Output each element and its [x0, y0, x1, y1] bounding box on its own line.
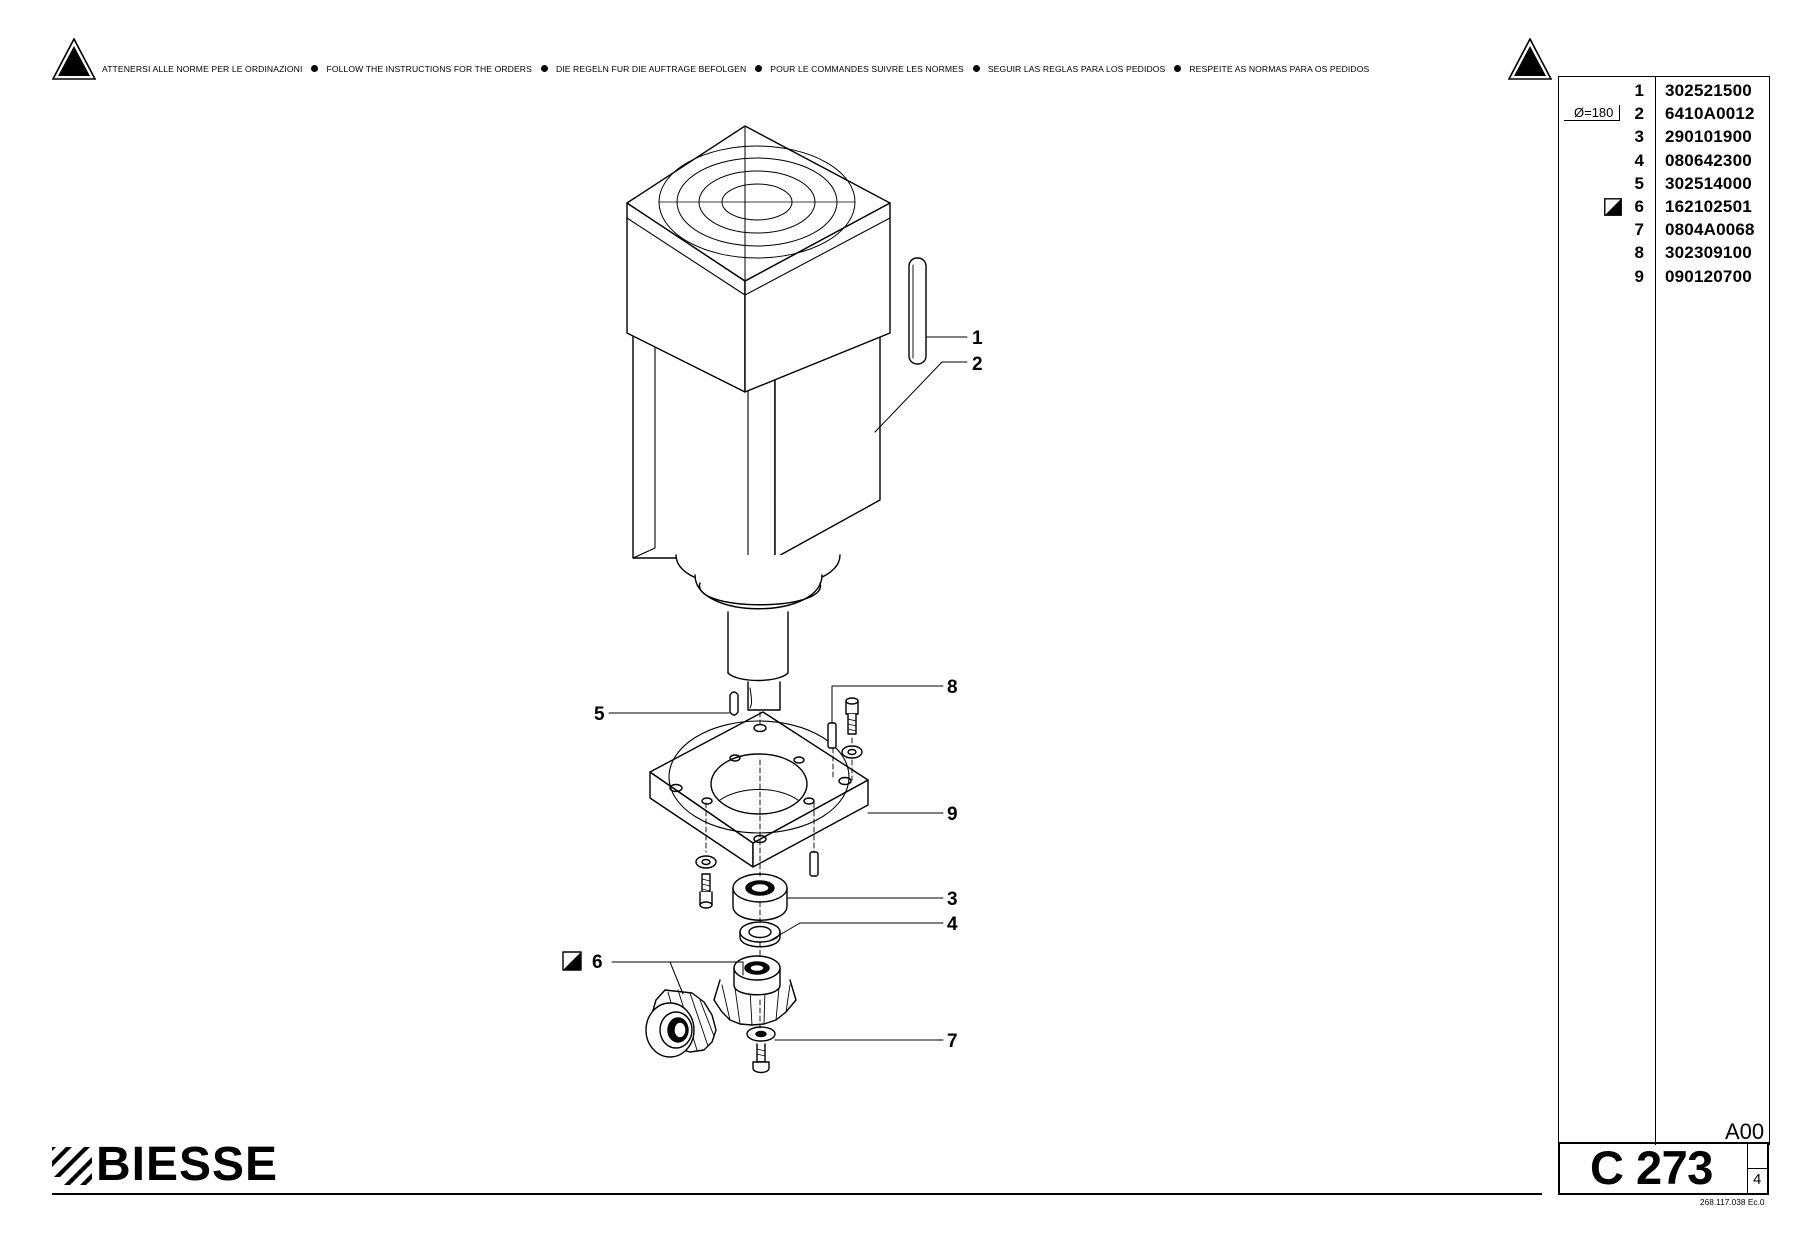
gearbox-housing	[626, 125, 891, 559]
sheet-number: 4	[1753, 1171, 1762, 1188]
assembly-marker-icon	[1604, 198, 1622, 216]
part-row-4[interactable]: 4 080642300	[1559, 149, 1769, 172]
document-code: C 273	[1590, 1141, 1713, 1194]
part-code: 090120700	[1665, 266, 1752, 286]
callout-labels: 1 2 3 4 5 6 7 8 9	[592, 328, 983, 1052]
callout-9: 9	[947, 804, 958, 825]
part-row-1[interactable]: 1 302521500	[1559, 79, 1769, 102]
bevel-gears-part-6	[645, 955, 797, 1058]
part-code: 162102501	[1665, 196, 1752, 216]
part-item-number: 9	[1634, 266, 1644, 286]
part-item-number: 2	[1634, 104, 1644, 124]
part-row-8[interactable]: 8 302309100	[1559, 241, 1769, 264]
notice-es: SEGUIR LAS REGLAS PARA LOS PEDIDOS	[987, 64, 1166, 74]
part-row-6[interactable]: 6 162102501	[1559, 195, 1769, 218]
spacer-ring-part-4	[739, 921, 781, 948]
order-notices: ATTENERSI ALLE NORME PER LE ORDINAZIONI F…	[102, 64, 1502, 74]
part-row-2[interactable]: Ø=180 2 6410A0012	[1559, 102, 1769, 125]
callout-5: 5	[594, 704, 605, 725]
notice-fr: POUR LE COMMANDES SUIVRE LES NORMES	[770, 64, 964, 74]
warning-triangle-icon	[52, 38, 96, 80]
part-code: 0804A0068	[1665, 220, 1755, 240]
document-code-box: C 273 4	[1558, 1141, 1769, 1195]
bullet-icon	[540, 65, 548, 72]
part-row-7[interactable]: 7 0804A0068	[1559, 218, 1769, 241]
callout-1: 1	[972, 328, 983, 349]
assembly-marker-icon	[562, 951, 582, 971]
part-item-number: 4	[1634, 150, 1644, 170]
bullet-icon	[755, 65, 763, 72]
exploded-view-drawing: 1 2 3 4 5 6 7 8 9	[562, 125, 983, 1074]
part-row-9[interactable]: 9 090120700	[1559, 265, 1769, 288]
part-code: 302521500	[1665, 81, 1752, 100]
warning-triangle-icon	[1508, 38, 1552, 80]
callout-6: 6	[592, 952, 603, 973]
part-item-number: 3	[1634, 127, 1644, 147]
part-item-number: 6	[1634, 196, 1644, 216]
key-part-5	[729, 691, 739, 716]
part-code: 080642300	[1665, 150, 1752, 170]
part-row-5[interactable]: 5 302514000	[1559, 172, 1769, 195]
output-shaft	[675, 554, 841, 711]
part-code: 6410A0012	[1665, 104, 1755, 124]
part-item-number: 8	[1634, 243, 1644, 263]
bullet-icon	[1174, 65, 1182, 72]
part-code: 302309100	[1665, 243, 1752, 263]
biesse-stripes-logo-icon	[52, 1147, 92, 1185]
callout-3: 3	[947, 889, 958, 910]
bullet-icon	[311, 65, 319, 72]
dowel-pins-screws-part-8	[695, 697, 863, 909]
notice-en: FOLLOW THE INSTRUCTIONS FOR THE ORDERS	[326, 64, 532, 74]
callout-4: 4	[947, 914, 958, 935]
callout-8: 8	[947, 677, 958, 698]
brand-name: BIESSE	[96, 1138, 279, 1191]
parts-list: 1 302521500 Ø=180 2 6410A0012 3 29010190…	[1559, 79, 1769, 288]
mounting-plate-part-9	[649, 711, 869, 868]
part-item-number: 7	[1634, 220, 1644, 240]
document-reference: 268.117.038 Ec.0	[1700, 1197, 1765, 1207]
leader-lines	[608, 336, 968, 1041]
callout-7: 7	[947, 1031, 958, 1052]
part-item-number: 5	[1634, 173, 1644, 193]
revision-label: A00	[1725, 1119, 1765, 1144]
callout-2: 2	[972, 354, 983, 375]
part-note: Ø=180	[1564, 105, 1621, 122]
part-code: 302514000	[1665, 173, 1752, 193]
notice-it: ATTENERSI ALLE NORME PER LE ORDINAZIONI	[102, 64, 303, 74]
parts-list-panel: 1 302521500 Ø=180 2 6410A0012 3 29010190…	[1558, 76, 1770, 1145]
assembly-axis-lines	[705, 711, 853, 1029]
part-code: 290101900	[1665, 127, 1752, 147]
notice-pt: RESPEITE AS NORMAS PARA OS PEDIDOS	[1189, 64, 1370, 74]
order-instructions-banner: ATTENERSI ALLE NORME PER LE ORDINAZIONI F…	[52, 38, 1552, 84]
sheet-number-box: 4	[1747, 1144, 1767, 1193]
washer-screw-part-7	[746, 1026, 776, 1074]
notice-de: DIE REGELN FUR DIE AUFTRAGE BEFOLGEN	[555, 64, 747, 74]
bullet-icon	[972, 65, 980, 72]
column-divider	[1655, 77, 1656, 1145]
part-row-3[interactable]: 3 290101900	[1559, 125, 1769, 148]
part-item-number: 1	[1634, 81, 1644, 100]
bottom-rule	[52, 1193, 1542, 1195]
feather-key-part-1	[908, 257, 927, 365]
